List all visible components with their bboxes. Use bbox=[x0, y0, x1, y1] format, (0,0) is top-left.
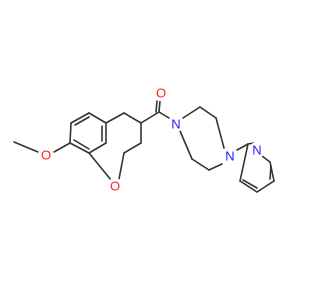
bond-34 bbox=[269, 165, 272, 180]
atom-pyridine-nitrogen: N bbox=[249, 142, 265, 158]
bond-24 bbox=[208, 163, 223, 171]
atom-methoxy-oxygen: O bbox=[38, 147, 54, 163]
bond-22 bbox=[199, 106, 217, 119]
svg-text:N: N bbox=[252, 143, 261, 158]
bond-19 bbox=[155, 100, 158, 113]
atom-amide-nitrogen: N bbox=[168, 116, 184, 132]
bond-32 bbox=[239, 180, 258, 193]
bond-6 bbox=[88, 142, 107, 154]
svg-text:N: N bbox=[171, 117, 180, 132]
bond-33 bbox=[239, 143, 249, 182]
bond-17 bbox=[140, 111, 160, 124]
bond-31 bbox=[256, 180, 275, 193]
bond-29 bbox=[261, 155, 271, 163]
atom-ring-oxygen: O bbox=[107, 178, 123, 194]
bond-0 bbox=[13, 141, 39, 153]
atom-layer: O O O N N N bbox=[38, 85, 265, 194]
bond-25 bbox=[191, 158, 210, 171]
atom-carbonyl-oxygen: O bbox=[153, 85, 169, 101]
bond-7 bbox=[69, 142, 90, 154]
bond-3 bbox=[70, 112, 90, 124]
atom-piperazine-nitrogen: N bbox=[222, 148, 238, 164]
bond-23 bbox=[215, 117, 225, 149]
svg-text:N: N bbox=[225, 149, 234, 164]
bond-2 bbox=[69, 122, 72, 144]
bond-layer bbox=[13, 100, 275, 193]
bond-8 bbox=[74, 116, 90, 126]
bond-35 bbox=[242, 179, 258, 189]
bond-12 bbox=[123, 112, 142, 124]
svg-text:O: O bbox=[110, 179, 120, 194]
svg-text:O: O bbox=[41, 148, 51, 163]
bond-21 bbox=[182, 106, 201, 119]
bond-15 bbox=[118, 152, 125, 180]
bond-1 bbox=[53, 142, 71, 153]
molecule-structure: O O O N N N bbox=[13, 85, 275, 194]
bond-14 bbox=[123, 142, 142, 154]
bond-27 bbox=[236, 143, 249, 151]
bond-4 bbox=[88, 112, 107, 124]
bond-16 bbox=[88, 152, 112, 181]
bond-18 bbox=[158, 100, 161, 113]
bond-26 bbox=[179, 130, 193, 160]
svg-text:O: O bbox=[156, 86, 166, 101]
bond-30 bbox=[269, 161, 275, 182]
bond-20 bbox=[158, 111, 170, 119]
bond-11 bbox=[105, 112, 125, 124]
bond-10 bbox=[73, 139, 90, 150]
